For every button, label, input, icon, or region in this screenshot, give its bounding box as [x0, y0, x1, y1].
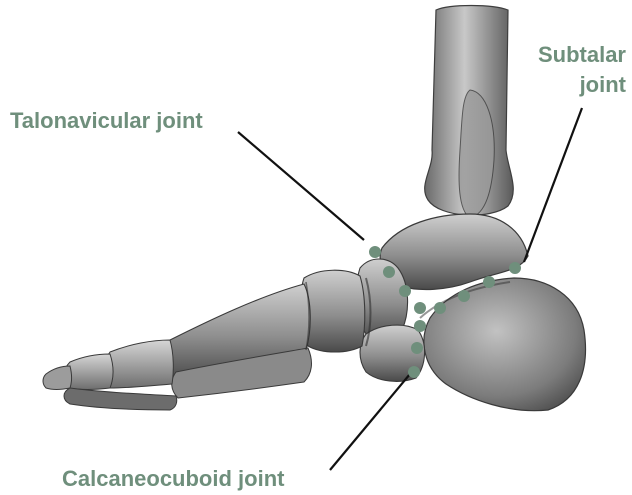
subtalar-leader-line: [524, 108, 582, 262]
phalanx-bone: [104, 340, 173, 388]
joint-marker-dot: [399, 285, 411, 297]
subtalar-label-line1: Subtalar: [466, 40, 626, 70]
joint-marker-dot: [458, 290, 470, 302]
calcaneocuboid-joint-label: Calcaneocuboid joint: [62, 464, 284, 494]
joint-marker-dot: [408, 366, 420, 378]
phalanx-bone: [64, 388, 177, 410]
joint-marker-dot: [483, 276, 495, 288]
subtalar-joint-label: Subtalar joint: [466, 40, 626, 100]
calcaneocuboid-leader-line: [330, 374, 410, 470]
subtalar-label-line2: joint: [466, 70, 626, 100]
joint-marker-dot: [434, 302, 446, 314]
phalanx-bone: [43, 366, 72, 390]
calcaneus-bone: [424, 278, 586, 411]
joint-marker-dot: [509, 262, 521, 274]
joint-marker-dot: [414, 320, 426, 332]
talonavicular-leader-line: [238, 132, 364, 240]
talonavicular-joint-label: Talonavicular joint: [10, 106, 203, 136]
joint-marker-dot: [411, 342, 423, 354]
joint-marker-dot: [369, 246, 381, 258]
joint-marker-dot: [414, 302, 426, 314]
joint-marker-dot: [383, 266, 395, 278]
